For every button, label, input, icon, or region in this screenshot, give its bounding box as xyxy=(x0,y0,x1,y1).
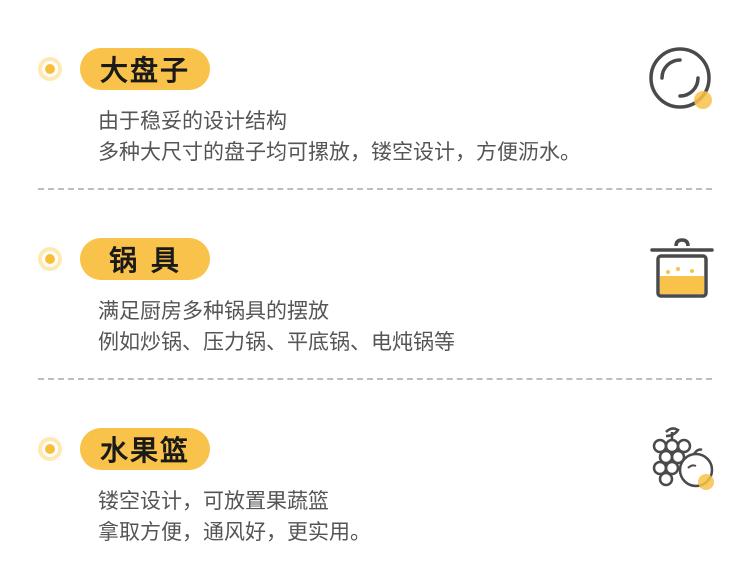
feature-title: 水果篮 xyxy=(80,428,210,470)
fruit-icon xyxy=(652,427,714,490)
feature-title: 锅 具 xyxy=(80,238,210,280)
pot-icon xyxy=(650,238,714,298)
plate-icon xyxy=(649,47,712,109)
feature-description: 满足厨房多种锅具的摆放 例如炒锅、压力锅、平底锅、电炖锅等 xyxy=(98,296,455,358)
description-line: 拿取方便，通风好，更实用。 xyxy=(98,520,371,544)
description-line: 镂空设计，可放置果蔬篮 xyxy=(98,489,329,513)
description-line: 例如炒锅、压力锅、平底锅、电炖锅等 xyxy=(98,330,455,354)
bullet-dot-icon xyxy=(38,247,62,271)
section-divider xyxy=(38,188,712,190)
section-divider xyxy=(38,378,712,380)
feature-description: 由于稳妥的设计结构 多种大尺寸的盘子均可摞放，镂空设计，方便沥水。 xyxy=(98,106,581,168)
bullet-dot-icon xyxy=(38,57,62,81)
bullet-dot-icon xyxy=(38,437,62,461)
description-line: 多种大尺寸的盘子均可摞放，镂空设计，方便沥水。 xyxy=(98,140,581,164)
description-line: 满足厨房多种锅具的摆放 xyxy=(98,299,329,323)
feature-description: 镂空设计，可放置果蔬篮 拿取方便，通风好，更实用。 xyxy=(98,486,371,548)
feature-title: 大盘子 xyxy=(80,48,210,90)
description-line: 由于稳妥的设计结构 xyxy=(98,109,287,133)
